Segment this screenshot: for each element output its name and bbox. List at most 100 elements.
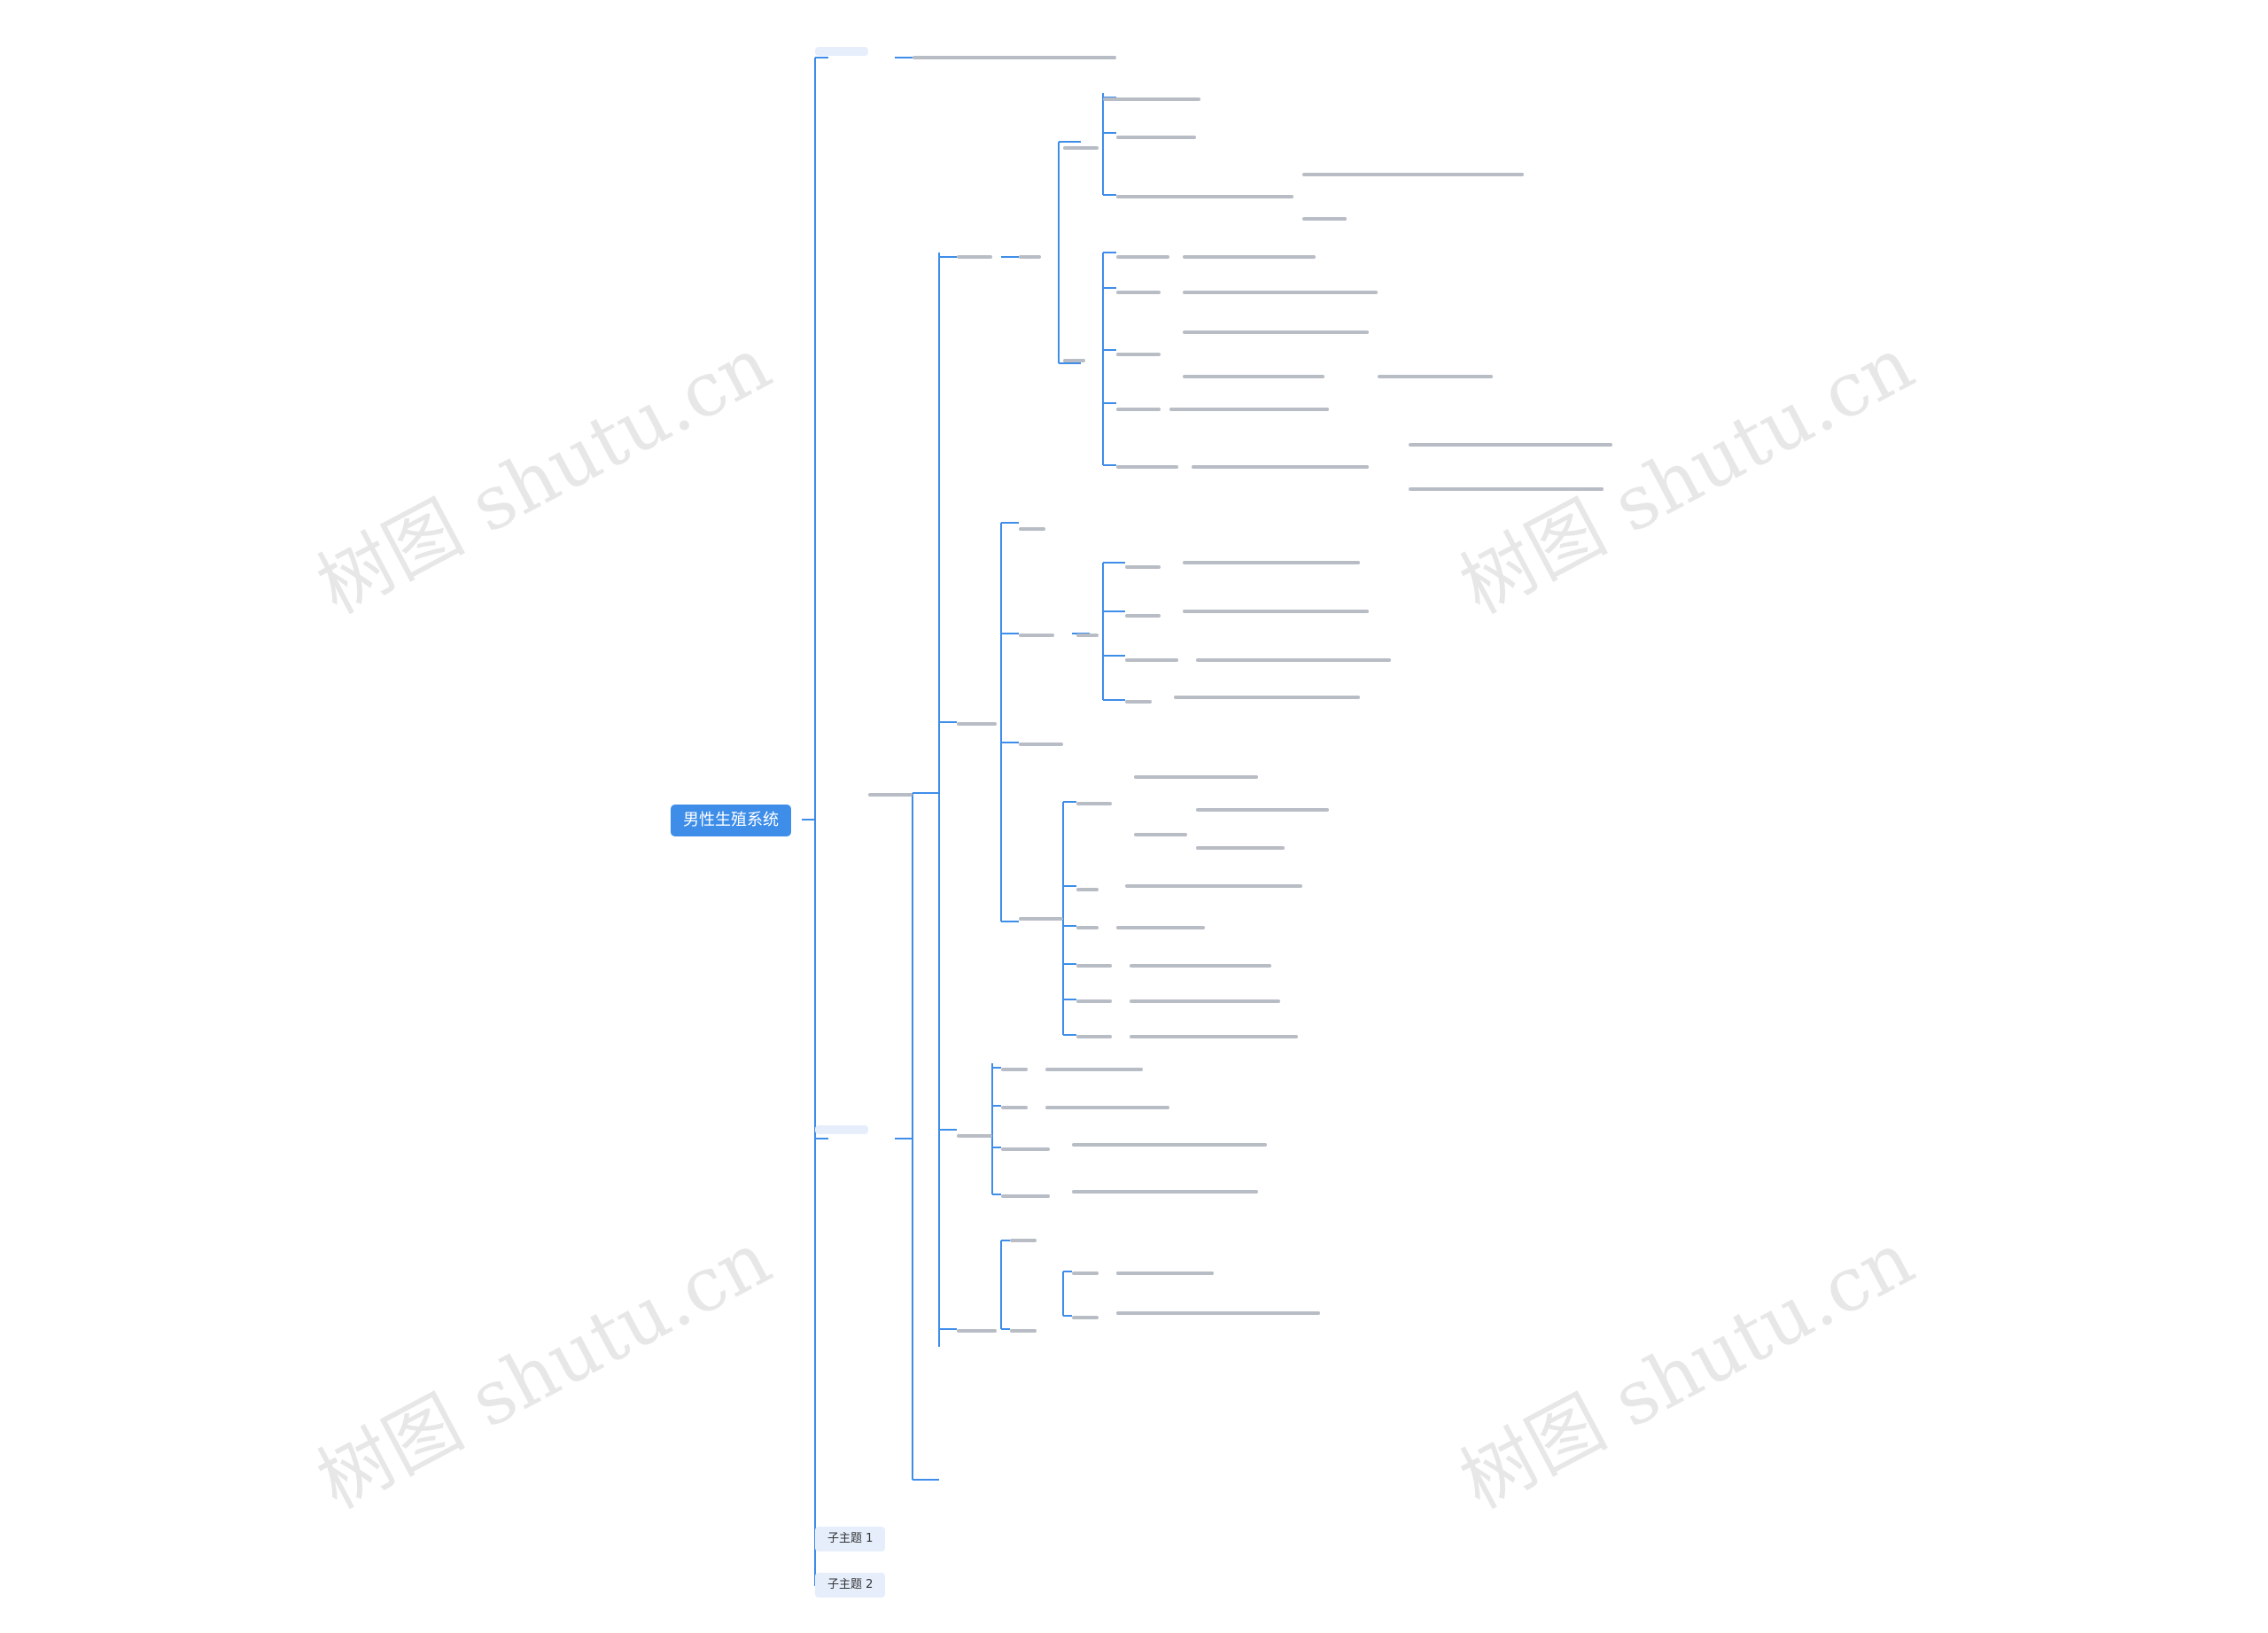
branch-node-n27[interactable] bbox=[1019, 629, 1054, 642]
unreadable-text-placeholder bbox=[1045, 1068, 1143, 1071]
branch-node-n13[interactable] bbox=[1116, 286, 1161, 299]
branch-node-n41[interactable] bbox=[1134, 828, 1187, 841]
branch-node-n66[interactable] bbox=[1010, 1325, 1037, 1337]
branch-node-n51[interactable] bbox=[1130, 995, 1280, 1007]
branch-node-n40[interactable] bbox=[1134, 771, 1258, 783]
branch-node-n69[interactable] bbox=[1072, 1311, 1099, 1324]
branch-node-n38[interactable] bbox=[1019, 913, 1063, 925]
branch-node-n54[interactable] bbox=[868, 789, 913, 801]
branch-node-n32[interactable] bbox=[1183, 605, 1369, 618]
branch-node-n22[interactable] bbox=[1192, 461, 1369, 473]
branch-node-n49[interactable] bbox=[1130, 960, 1271, 972]
branch-node-n36[interactable] bbox=[1174, 691, 1360, 704]
unreadable-text-placeholder bbox=[1125, 658, 1178, 662]
unreadable-text-placeholder bbox=[1063, 359, 1085, 362]
branch-node-n42[interactable] bbox=[1196, 804, 1329, 816]
branch-node-n43[interactable] bbox=[1196, 842, 1285, 854]
unreadable-text-placeholder bbox=[1125, 614, 1161, 618]
unreadable-text-placeholder bbox=[957, 255, 992, 259]
branch-node-n1[interactable] bbox=[913, 51, 1116, 64]
unreadable-text-placeholder bbox=[1302, 173, 1524, 176]
unreadable-text-placeholder bbox=[1072, 1143, 1267, 1147]
branch-node-n24[interactable] bbox=[1409, 483, 1604, 495]
branch-node-n7[interactable] bbox=[1302, 213, 1347, 225]
branch-node-n10[interactable] bbox=[1116, 251, 1169, 263]
branch-node-n57[interactable] bbox=[1045, 1063, 1143, 1076]
unreadable-text-placeholder bbox=[1001, 1147, 1050, 1151]
branch-node-n12[interactable] bbox=[1063, 354, 1085, 367]
branch-node-n18[interactable] bbox=[1378, 370, 1493, 383]
branch-node-n15[interactable] bbox=[1116, 348, 1161, 361]
branch-node-n47[interactable] bbox=[1116, 921, 1205, 934]
branch-node-n45[interactable] bbox=[1125, 880, 1302, 892]
branch-node-n61[interactable] bbox=[1072, 1139, 1267, 1151]
unreadable-text-placeholder bbox=[1116, 1271, 1214, 1275]
branch-node-n5[interactable] bbox=[1116, 191, 1293, 203]
branch-node-n16[interactable] bbox=[1183, 326, 1369, 338]
branch-node-n65[interactable] bbox=[1010, 1234, 1037, 1247]
branch-node-n14[interactable] bbox=[1183, 286, 1378, 299]
branch-node-n56[interactable] bbox=[1001, 1063, 1028, 1076]
branch-node-n8[interactable] bbox=[957, 251, 992, 263]
branch-node-n34[interactable] bbox=[1196, 654, 1391, 666]
unreadable-text-placeholder bbox=[1130, 964, 1271, 968]
branch-node-n17[interactable] bbox=[1183, 370, 1324, 383]
unreadable-text-placeholder bbox=[1116, 465, 1178, 469]
branch-node-n26[interactable] bbox=[957, 718, 997, 730]
l1-node-2[interactable] bbox=[815, 1125, 868, 1134]
unreadable-text-placeholder bbox=[1196, 808, 1329, 812]
branch-node-n9[interactable] bbox=[1019, 251, 1041, 263]
branch-node-n11[interactable] bbox=[1183, 251, 1316, 263]
branch-node-n29[interactable] bbox=[1125, 561, 1161, 573]
branch-node-n58[interactable] bbox=[1001, 1101, 1028, 1114]
unreadable-text-placeholder bbox=[1183, 291, 1378, 294]
branch-node-n52[interactable] bbox=[1076, 1030, 1112, 1043]
branch-node-n59[interactable] bbox=[1045, 1101, 1169, 1114]
branch-node-n39[interactable] bbox=[1076, 797, 1112, 810]
l1-node-1[interactable] bbox=[815, 47, 868, 56]
branch-node-n35[interactable] bbox=[1125, 696, 1152, 708]
branch-node-n33[interactable] bbox=[1125, 654, 1178, 666]
branch-node-n19[interactable] bbox=[1116, 403, 1161, 416]
unreadable-text-placeholder bbox=[1125, 700, 1152, 704]
branch-node-n55[interactable] bbox=[957, 1130, 992, 1142]
branch-node-n2[interactable] bbox=[1103, 93, 1200, 105]
root-node[interactable]: 男性生殖系统 bbox=[671, 805, 791, 836]
branch-node-n60[interactable] bbox=[1001, 1143, 1050, 1155]
unreadable-text-placeholder bbox=[1134, 775, 1258, 779]
unreadable-text-placeholder bbox=[1192, 465, 1369, 469]
branch-node-n63[interactable] bbox=[1072, 1186, 1258, 1198]
branch-node-n20[interactable] bbox=[1169, 403, 1329, 416]
l1-node-sub2[interactable]: 子主题 2 bbox=[815, 1573, 886, 1598]
unreadable-text-placeholder bbox=[1076, 964, 1112, 968]
unreadable-text-placeholder bbox=[1125, 884, 1302, 888]
branch-node-n4[interactable] bbox=[1116, 131, 1196, 144]
branch-node-n44[interactable] bbox=[1076, 883, 1099, 896]
branch-node-n48[interactable] bbox=[1076, 960, 1112, 972]
l1-label: 子主题 1 bbox=[827, 1532, 874, 1545]
unreadable-text-placeholder bbox=[1076, 888, 1099, 891]
l1-node-sub1[interactable]: 子主题 1 bbox=[815, 1527, 886, 1551]
branch-node-n53[interactable] bbox=[1130, 1030, 1298, 1043]
branch-node-n31[interactable] bbox=[1125, 610, 1161, 622]
branch-node-n67[interactable] bbox=[1072, 1267, 1099, 1279]
branch-node-n70[interactable] bbox=[1116, 1307, 1320, 1319]
branch-node-n30[interactable] bbox=[1183, 556, 1360, 569]
unreadable-text-placeholder bbox=[1076, 926, 1099, 929]
branch-node-n50[interactable] bbox=[1076, 995, 1112, 1007]
l1-label: 子主题 2 bbox=[827, 1578, 874, 1591]
branch-node-n3[interactable] bbox=[1063, 142, 1099, 154]
unreadable-text-placeholder bbox=[1183, 375, 1324, 378]
unreadable-text-placeholder bbox=[1076, 999, 1112, 1003]
branch-node-n68[interactable] bbox=[1116, 1267, 1214, 1279]
branch-node-n37[interactable] bbox=[1019, 738, 1063, 750]
branch-node-n21[interactable] bbox=[1116, 461, 1178, 473]
branch-node-n62[interactable] bbox=[1001, 1190, 1050, 1202]
branch-node-n46[interactable] bbox=[1076, 921, 1099, 934]
branch-node-n23[interactable] bbox=[1409, 439, 1612, 451]
branch-node-n25[interactable] bbox=[1019, 523, 1045, 535]
branch-node-n28[interactable] bbox=[1076, 629, 1099, 642]
branch-node-n64[interactable] bbox=[957, 1325, 997, 1337]
branch-node-n6[interactable] bbox=[1302, 168, 1524, 181]
